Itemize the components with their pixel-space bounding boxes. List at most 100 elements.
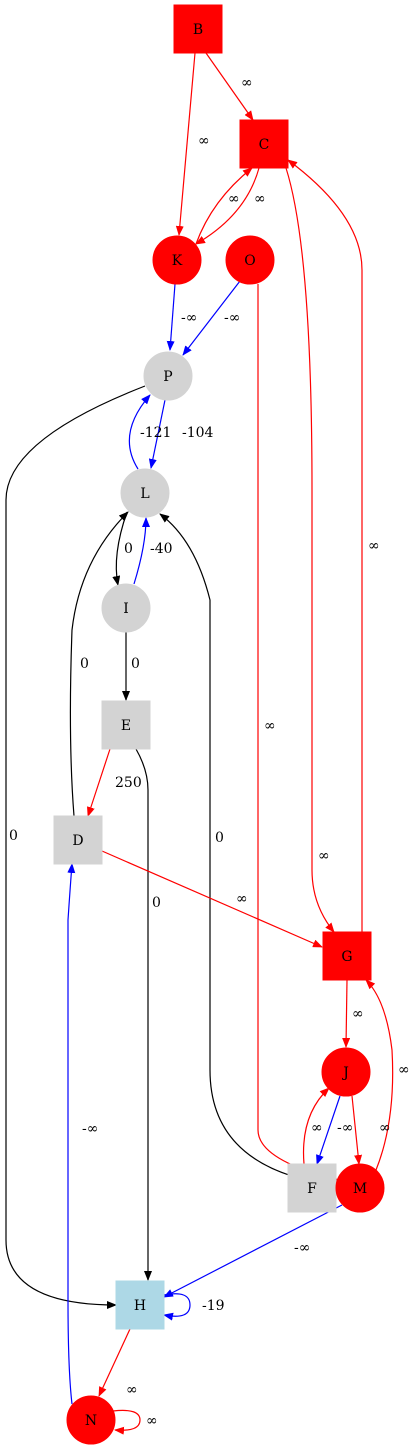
node-label: M [353, 1181, 367, 1197]
edge-g-j: ∞ [342, 979, 364, 1048]
edge-path [67, 863, 76, 1405]
node-g: G [322, 931, 372, 981]
node-shape [173, 4, 223, 54]
edge-label: ∞ [126, 1382, 138, 1398]
edge-path [112, 1409, 141, 1435]
node-label: E [121, 718, 131, 734]
node-shape [239, 119, 289, 169]
edge-path [128, 394, 151, 470]
edge-e-h: 0 [135, 748, 161, 1281]
edge-o-m: ∞ [257, 284, 339, 1182]
edge-label: ∞ [241, 75, 253, 91]
edge-i-l: -40 [133, 517, 173, 585]
edge-label: ∞ [398, 1062, 410, 1078]
edge-path [5, 385, 146, 1309]
node-shape [152, 235, 202, 285]
edge-c-g: ∞ [285, 167, 335, 933]
edge-label: ∞ [146, 1413, 158, 1429]
edge-l-p: -121 [128, 394, 171, 470]
node-h: H [115, 1280, 165, 1330]
edges-layer: ∞∞∞∞∞∞-∞-∞∞-104-12100-400250000∞∞∞-∞∞∞-∞… [5, 52, 410, 1435]
node-m: M [335, 1163, 385, 1213]
edge-label: -40 [150, 541, 173, 557]
node-k: K [152, 235, 202, 285]
edge-label: ∞ [264, 718, 276, 734]
edge-path [342, 979, 351, 1048]
edge-label: -∞ [224, 310, 240, 326]
node-i: I [101, 583, 151, 633]
node-c: C [239, 119, 289, 169]
node-shape [66, 1395, 116, 1445]
node-label: F [307, 1181, 317, 1197]
edge-path [135, 748, 152, 1281]
node-shape [115, 1280, 165, 1330]
node-label: B [193, 22, 203, 38]
edge-path [351, 1095, 363, 1165]
edge-path [163, 1293, 191, 1321]
node-label: K [172, 253, 183, 269]
node-shape [101, 583, 151, 633]
edge-label: -∞ [294, 1240, 310, 1256]
edge-path [316, 1095, 341, 1165]
edge-path [69, 511, 129, 817]
edge-l-i: 0 [112, 511, 133, 586]
edge-j-m: ∞ [351, 1095, 391, 1165]
node-label: D [72, 833, 83, 849]
edge-g-c: ∞ [287, 159, 380, 933]
edge-label: ∞ [352, 1006, 364, 1022]
node-label: J [341, 1065, 349, 1081]
edge-h-h: -19 [163, 1293, 225, 1321]
node-label: N [85, 1413, 97, 1429]
edge-path [101, 850, 323, 948]
edge-label: 250 [115, 775, 142, 791]
edge-label: -∞ [82, 1121, 98, 1137]
edge-b-k: ∞ [175, 52, 210, 236]
edge-b-c: ∞ [205, 52, 254, 121]
node-label: L [140, 486, 149, 502]
edge-c-k: ∞ [195, 167, 266, 245]
edge-label: ∞ [236, 891, 248, 907]
edge-path [163, 1204, 343, 1298]
node-b: B [173, 4, 223, 54]
edge-label: -121 [140, 425, 171, 441]
node-n: N [66, 1395, 116, 1445]
edge-path [133, 517, 150, 585]
edge-f-l: 0 [159, 513, 293, 1177]
edge-p-l: -104 [148, 399, 214, 469]
edge-label: 0 [152, 895, 161, 911]
node-shape [335, 1163, 385, 1213]
node-shape [322, 931, 372, 981]
edge-d-g: ∞ [101, 850, 323, 948]
edge-label: 0 [9, 828, 18, 844]
edge-f-j: ∞ [302, 1087, 330, 1165]
edge-label: 0 [80, 656, 89, 672]
edge-path [148, 399, 166, 469]
edge-label: -∞ [337, 1120, 353, 1136]
edge-h-n: ∞ [98, 1328, 138, 1398]
node-d: D [53, 815, 103, 865]
node-l: L [120, 468, 170, 518]
edge-path [285, 167, 335, 933]
edge-label: ∞ [318, 848, 330, 864]
edge-path [205, 52, 254, 121]
edge-path [182, 280, 241, 356]
edge-path [175, 52, 196, 236]
edge-o-p: -∞ [182, 280, 241, 356]
edge-path [195, 167, 260, 245]
edge-label: ∞ [198, 133, 210, 149]
edge-label: 0 [124, 541, 133, 557]
edge-label: ∞ [311, 1120, 323, 1136]
edge-k-p: -∞ [166, 283, 197, 351]
node-p: P [143, 351, 193, 401]
node-label: O [244, 253, 255, 269]
edge-path [195, 167, 253, 245]
edge-j-f: -∞ [316, 1095, 353, 1165]
edge-label: -∞ [181, 310, 197, 326]
node-j: J [321, 1047, 371, 1097]
edge-k-c: ∞ [195, 167, 253, 245]
node-e: E [101, 700, 151, 750]
edge-p-h: 0 [5, 385, 146, 1309]
node-label: G [341, 949, 352, 965]
edge-n-d: -∞ [67, 863, 98, 1405]
